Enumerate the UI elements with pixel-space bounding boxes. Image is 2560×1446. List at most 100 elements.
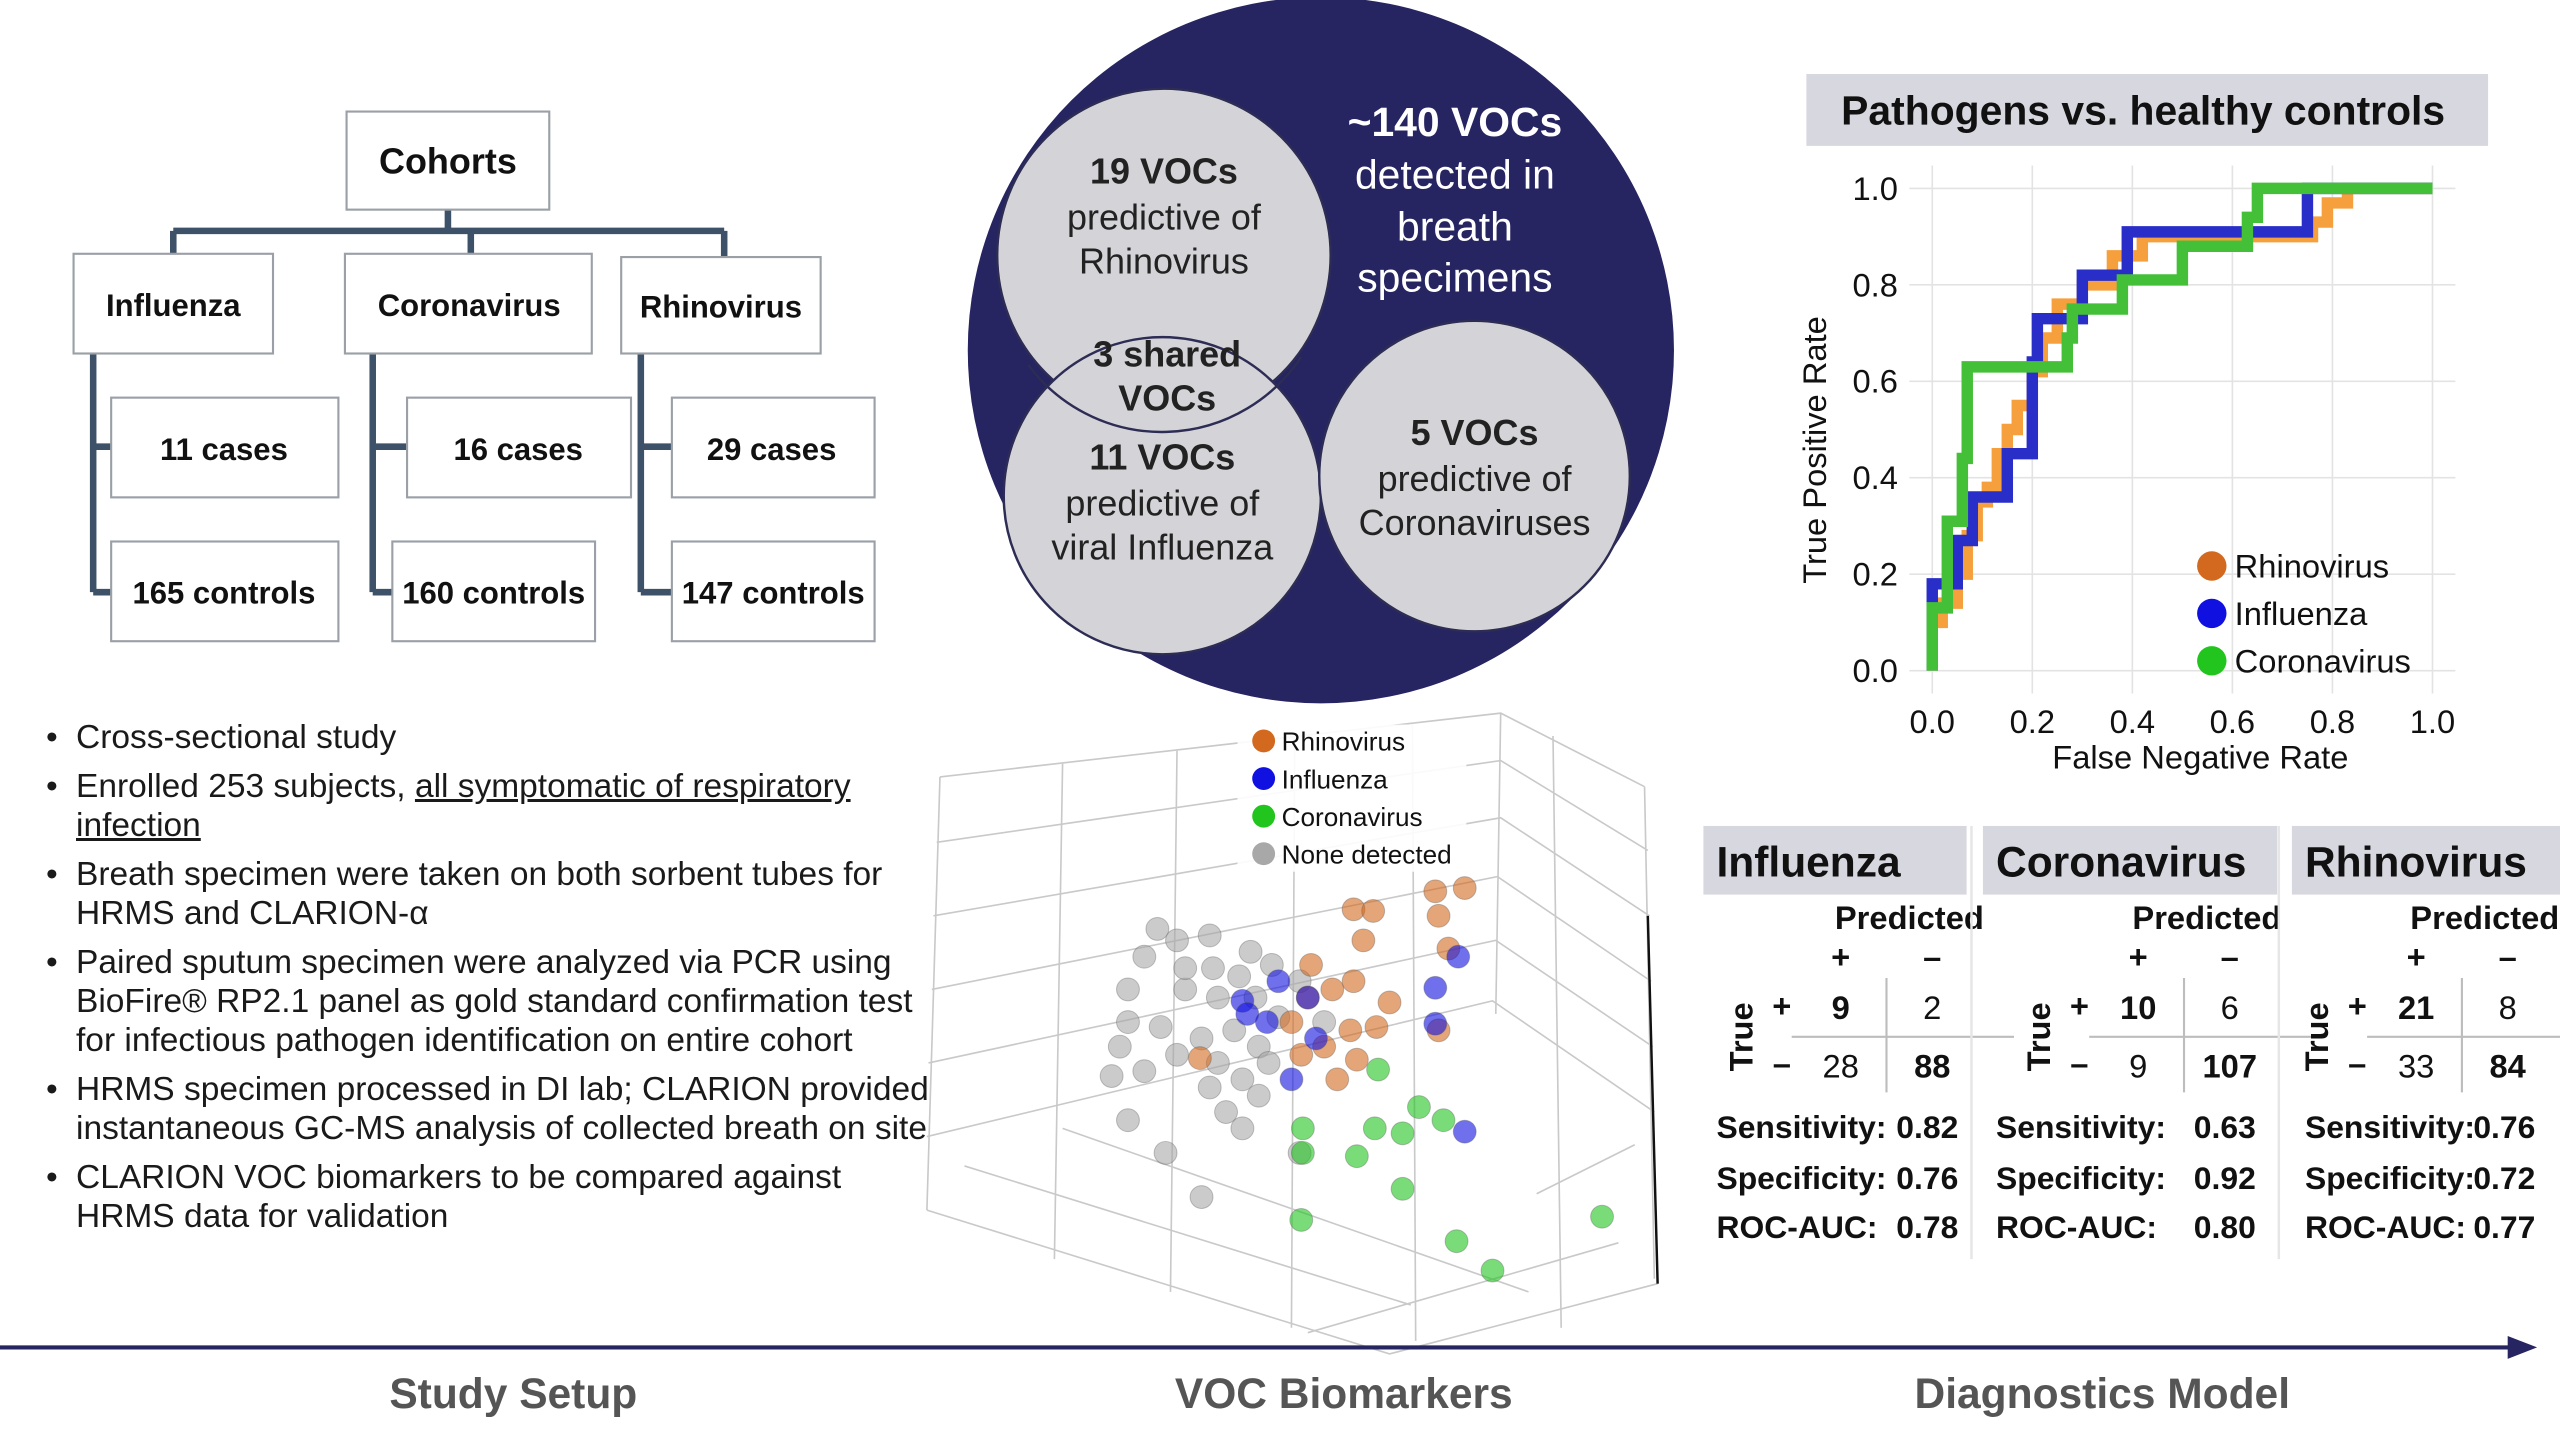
venn-total-line-1: ~140 VOCs: [1348, 99, 1563, 145]
scatter-point-rhinovirus: [1423, 879, 1448, 904]
matrix-tn: 84: [2490, 1048, 2526, 1085]
matrix-tp: 21: [2398, 989, 2434, 1026]
scatter-3d-points: [1099, 876, 1614, 1283]
scatter-point-rhinovirus: [1351, 928, 1376, 953]
specificity-value: 0.92: [2194, 1160, 2256, 1196]
scatter-point-rhinovirus: [1187, 1046, 1212, 1071]
predicted-label: Predicted: [1835, 899, 1984, 936]
predicted-plus-label: +: [2407, 938, 2426, 975]
scatter-point-rhinovirus: [1426, 903, 1451, 928]
roc-x-tick: 1.0: [2410, 703, 2455, 740]
venn-coronavirus-circle: [1318, 319, 1632, 633]
scatter-3d-axis: [1646, 915, 1659, 1284]
matrix-tp: 10: [2120, 989, 2156, 1026]
scatter-point-none: [1173, 956, 1198, 981]
bullet-cross-sectional: Cross-sectional study: [76, 719, 397, 756]
predicted-minus-label: –: [2221, 938, 2239, 975]
roc-y-tick: 0.8: [1852, 266, 1897, 303]
true-minus-label: –: [2348, 1044, 2366, 1081]
influenza-cases-box: [110, 396, 340, 499]
scatter-point-rhinovirus: [1289, 1042, 1314, 1067]
scatter-point-none: [1197, 923, 1222, 948]
matrix-fp: 28: [1823, 1048, 1859, 1085]
roc-legend-label-influenza: Influenza: [2235, 595, 2368, 632]
scatter-point-none: [1165, 928, 1189, 953]
scatter-point-influenza: [1452, 1119, 1477, 1144]
scatter-point-none: [1205, 985, 1230, 1010]
bullet-item: HRMS specimen processed in DI lab; CLARI…: [40, 1070, 930, 1148]
scatter-point-none: [1148, 1015, 1173, 1039]
coronavirus-cases: 16 cases: [453, 432, 582, 467]
rhinovirus-controls-box: [670, 540, 876, 643]
scatter-point-coronavirus: [1390, 1176, 1415, 1201]
true-label: True: [2020, 1002, 2057, 1071]
roc-y-tick: 0.0: [1852, 652, 1897, 689]
specificity-label: Specificity:: [1996, 1160, 2166, 1196]
true-plus-label: +: [2348, 987, 2367, 1024]
roc-title: Pathogens vs. healthy controls: [1841, 88, 2445, 134]
scatter-point-none: [1230, 1067, 1255, 1092]
legend-label-rhinovirus: Rhinovirus: [1282, 727, 1405, 757]
scatter-point-none: [1107, 1034, 1132, 1059]
scatter-point-coronavirus: [1431, 1108, 1456, 1133]
scatter-point-none: [1246, 1083, 1271, 1108]
cohort-name-influenza: Influenza: [106, 288, 241, 323]
roc-y-tick: 1.0: [1852, 170, 1897, 207]
scatter-point-influenza: [1295, 985, 1320, 1010]
venn-total-line-2: detected in: [1355, 151, 1555, 197]
scatter-point-rhinovirus: [1361, 899, 1386, 923]
scatter-point-coronavirus: [1480, 1258, 1505, 1283]
roc-x-label: False Negative Rate: [2052, 739, 2348, 776]
sensitivity-value: 0.63: [2194, 1109, 2256, 1145]
matrix-tp: 9: [1832, 989, 1850, 1026]
bullet-item: Enrolled 253 subjects, all symptomatic o…: [40, 767, 930, 845]
scatter-point-none: [1214, 1100, 1238, 1124]
scatter-point-none: [1201, 956, 1225, 981]
roc-x-tick: 0.6: [2210, 703, 2255, 740]
coronavirus-controls-box: [391, 540, 597, 643]
roc-y-tick: 0.2: [1852, 556, 1897, 593]
scatter-point-rhinovirus: [1299, 952, 1323, 977]
scatter-point-coronavirus: [1362, 1116, 1387, 1141]
bullet-item: Paired sputum specimen were analyzed via…: [40, 943, 930, 1060]
cohort-tree: Cohorts Influenza Coronavirus Rhinovirus…: [72, 110, 876, 643]
legend-label-none: None detected: [1282, 840, 1452, 870]
scatter-point-coronavirus: [1289, 1207, 1314, 1232]
venn-shared-line-2: VOCs: [1118, 378, 1216, 419]
rhinovirus-cases-box: [670, 396, 876, 499]
legend-label-coronavirus: Coronavirus: [1282, 802, 1423, 832]
scatter-point-none: [1132, 1059, 1157, 1084]
scatter-point-rhinovirus: [1320, 977, 1345, 1002]
scatter-point-none: [1099, 1064, 1124, 1088]
rhinovirus-cases: 29 cases: [707, 432, 836, 467]
scatter-point-none: [1132, 944, 1157, 969]
venn-rhino-line-3: Rhinovirus: [1079, 240, 1249, 281]
roc-y-label: True Positive Rate: [1796, 316, 1833, 584]
roc-auc-value: 0.80: [2194, 1209, 2256, 1245]
venn-total-line-4: specimens: [1357, 254, 1552, 300]
sensitivity-value: 0.82: [1896, 1109, 1958, 1145]
venn-diagram: ~140 VOCs detected in breath specimens 1…: [967, 0, 1674, 704]
matrix-fn: 6: [2221, 989, 2239, 1026]
timeline-arrow-head: [2507, 1335, 2538, 1359]
venn-influenza-line-2: predictive of: [1065, 482, 1260, 523]
roc-x-tick: 0.2: [2010, 703, 2055, 740]
sensitivity-value: 0.76: [2473, 1109, 2535, 1145]
roc-x-tick: 0.0: [1910, 703, 1955, 740]
legend-swatch-none: [1252, 842, 1276, 866]
scatter-point-influenza: [1423, 975, 1448, 1000]
scatter-3d-plot: Rhinovirus Influenza Coronavirus None de…: [926, 712, 1659, 1355]
roc-x-tick: 0.4: [2110, 703, 2155, 740]
scatter-point-coronavirus: [1344, 1144, 1369, 1169]
scatter-point-none: [1227, 964, 1252, 989]
cohort-name-rhinovirus: Rhinovirus: [640, 290, 802, 325]
legend-swatch-rhinovirus: [1252, 729, 1276, 753]
bullet-enrolled: Enrolled 253 subjects,: [76, 768, 415, 805]
confusion-title: Influenza: [1716, 840, 1901, 887]
matrix-fn: 2: [1923, 989, 1941, 1026]
roc-legend-swatch-influenza: [2197, 598, 2227, 629]
venn-overlap-arc: [1027, 356, 1303, 434]
matrix-tn: 107: [2203, 1048, 2258, 1085]
